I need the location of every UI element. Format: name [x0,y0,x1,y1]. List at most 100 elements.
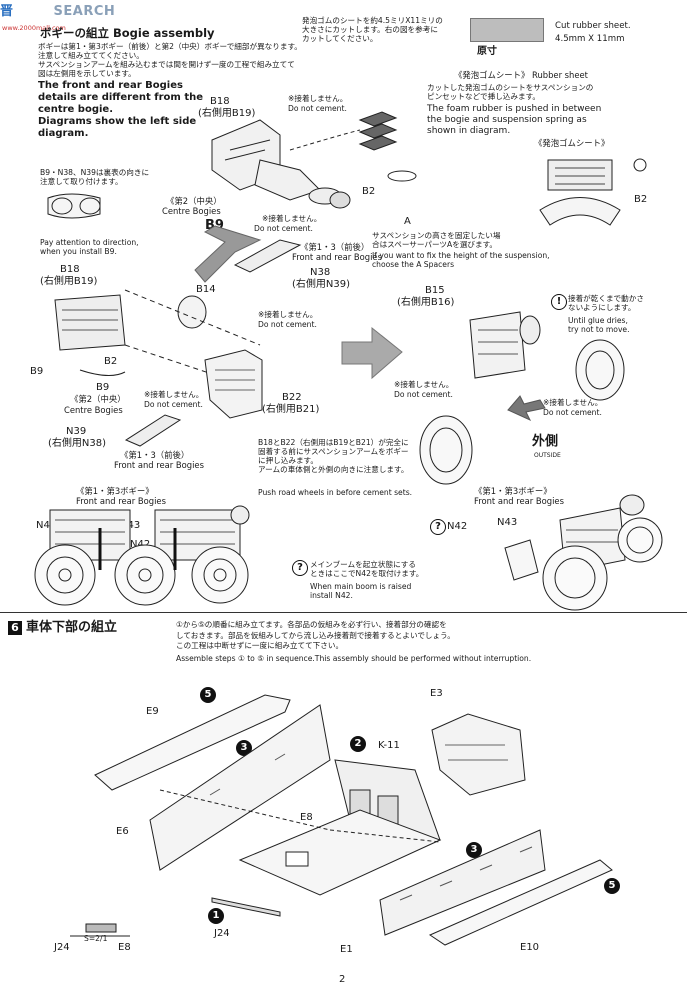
label-j24-detail: J24 [54,942,70,953]
step-circle-5-right: 5 [604,878,620,894]
arm-n38 [233,239,302,273]
label-b14: B14 [196,284,216,295]
label-e1: E1 [340,944,353,955]
no-cement-en-3: Do not cement. [258,320,317,329]
centre-en-upper: Centre Bogies [162,206,221,216]
label-e3: E3 [430,688,443,699]
part-b14 [177,295,207,329]
section6-jp-intro: ①から⑤の順番に組み立てます。各部品の仮組みを必ず行い、接着部分の確認を してお… [176,620,455,650]
part-e1 [379,829,546,936]
watermark-text: SEARCH [53,4,116,19]
step-circle-5-left: 5 [200,687,216,703]
no-cement-en-1: Do not cement. [288,104,347,113]
section6-en-intro: Assemble steps ① to ⑤ in sequence.This a… [176,654,532,663]
label-e10: E10 [520,942,540,953]
spacer-a [387,170,417,182]
rubber-detail-bogie [547,159,613,191]
page-number: 2 [339,974,346,985]
bogie-b15-assembled [469,311,526,379]
outside-jp: 外側 [532,434,559,449]
label-b9-mid: B9 [96,382,110,393]
caution-icon-boom: ? [292,560,308,576]
b9-note-en: Pay attention to direction, when you ins… [40,238,139,256]
label-b9-mid-left: B9 [30,366,44,377]
label-b15-right: (右側用B16) [397,297,455,308]
outside-arrow [507,395,546,422]
part-e9 [94,694,291,791]
part-e10 [428,859,613,946]
part-b22 [204,349,263,419]
label-b15: B15 [425,285,445,296]
caution-icon-glue: ! [551,294,567,310]
part-e3 [431,713,526,796]
glue-jp: 接着が乾くまで動かさ ないようにします。 [568,294,644,312]
label-n39-right: (右側用N38) [48,438,107,449]
no-cement-jp-1: ※接着しません。 [288,94,348,103]
glue-en: Until glue dries, try not to move. [568,316,630,334]
fr13-en-right: Front and rear Bogies [474,496,564,506]
label-n39: N39 [66,426,87,437]
label-j24: J24 [214,928,230,939]
rubber-insert-jp: カットした発泡ゴムのシートをサスペンションの ピンセットなどで挿し込みます。 [427,83,594,101]
fr-jp-upper: 《第1・3（前後） [300,242,370,252]
label-b2-mid: B2 [104,356,118,367]
label-n43-left1: N43 [36,520,57,531]
section5-jp-intro: ボギーは第1・第3ボギー（前後）と第2（中央）ボギーで細部が異なります。 注意し… [38,42,302,78]
label-n38: N38 [310,267,331,278]
step-circle-1: 1 [208,908,224,924]
centre-jp-upper: 《第2（中央） [166,196,222,206]
bogie-b18-middle [54,294,126,351]
section-divider [0,612,687,613]
section5-en-intro: The front and rear Bogies details are di… [38,80,203,139]
label-b2-right: B2 [634,194,648,205]
flow-arrow-right [341,326,403,380]
part-e8 [238,809,442,896]
label-b18: B18 [210,96,230,107]
no-cement-en-6: Do not cement. [543,408,602,417]
step-circle-3-left: 3 [236,740,252,756]
fr13-jp-right: 《第1・第3ボギー》 [474,486,552,496]
j24-detail [85,923,117,933]
section5-title: ボギーの組立 Bogie assembly [40,26,215,40]
no-cement-jp-2: ※接着しません。 [262,214,322,223]
rubber-sheet-swatch [470,18,544,42]
label-a: A [404,216,411,227]
no-cement-jp-3: ※接着しません。 [258,310,318,319]
boom-jp: メインブームを起立状態にする ときはここでN42を取付けます。 [310,560,424,578]
label-b18-right: (右側用B19) [198,108,256,119]
label-e9: E9 [146,706,159,717]
no-cement-jp-4: ※接着しません。 [144,390,204,399]
fr13-en-left: Front and rear Bogies [76,496,166,506]
watermark-cjk: 晋 [0,4,14,19]
watermark-logo: 晋 SEARCH [0,0,115,22]
step-number-badge: 6 [8,620,22,635]
caution-icon-n42-right: ? [430,519,446,535]
actual-size-label: 原寸 [477,46,497,57]
rubber-sheet-label: 《発泡ゴムシート》 [534,138,610,148]
label-b22: B22 [282,392,302,403]
no-cement-en-5: Do not cement. [394,390,453,399]
label-n38-right: (右側用N39) [292,279,351,290]
part-e6 [149,704,331,871]
section6-title-row: 6 車体下部の組立 [8,620,117,635]
label-b18-mid: B18 [60,264,80,275]
label-k11: K-11 [378,740,400,751]
flow-arrow-down [194,225,262,283]
label-n42-right: N42 [447,521,468,532]
outside-en: OUTSIDE [534,452,561,459]
step-circle-3-right: 3 [466,842,482,858]
fr-jp-mid: 《第1・3（前後） [120,450,190,460]
section6-title: 車体下部の組立 [26,620,118,635]
spacer-jp: サスペンションの高さを固定したい場 合はスペーサーパーツAを選びます。 [372,231,501,249]
wheel-left [419,415,473,485]
label-b22-right: (右側用B21) [262,404,320,415]
rubber-sheet-heading: 《発泡ゴムシート》 Rubber sheet [454,70,588,80]
b9-note-jp: B9・N38、N39は裏表の向きに 注意して取り付けます。 [40,168,150,186]
label-e6: E6 [116,826,129,837]
label-e8-detail: E8 [118,942,131,953]
no-cement-jp-5: ※接着しません。 [394,380,454,389]
label-b2-upper: B2 [362,186,376,197]
rubber-cut-label: Cut rubber sheet. 4.5mm X 11mm [555,21,631,44]
b9-part [47,193,101,219]
